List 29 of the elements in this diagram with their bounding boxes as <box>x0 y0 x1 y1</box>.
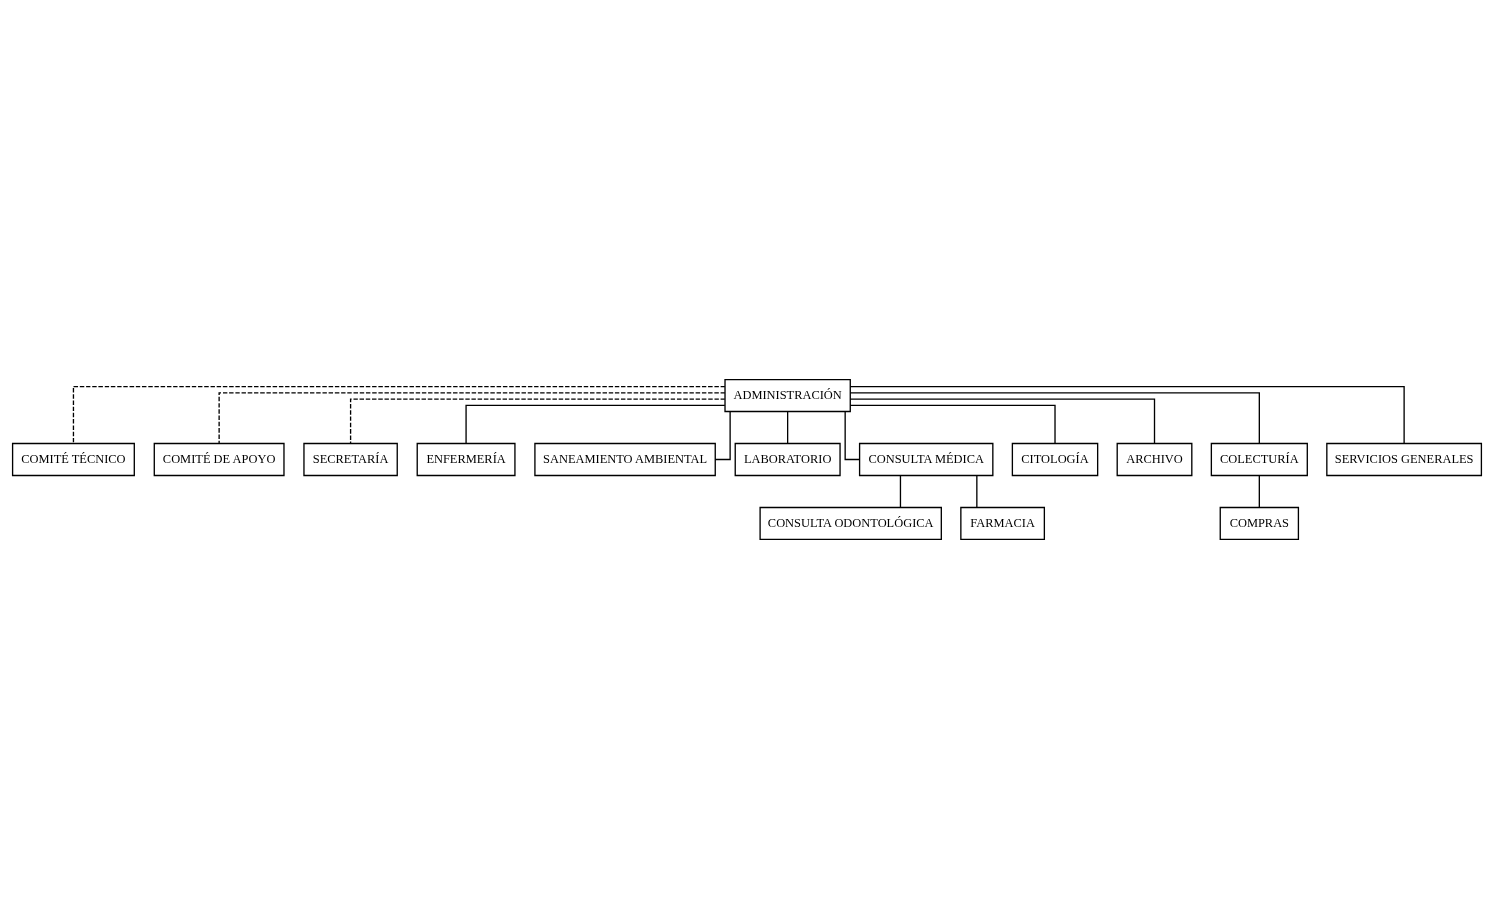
connector <box>849 404 1056 444</box>
node-box: SECRETARÍA <box>303 442 398 477</box>
node-box: SANEAMIENTO AMBIENTAL <box>534 442 716 477</box>
node-box: COMITÉ TÉCNICO <box>11 442 135 477</box>
node-box: COMPRAS <box>1219 506 1300 541</box>
connector <box>714 411 731 461</box>
node-box: COMITÉ DE APOYO <box>153 442 285 477</box>
connector <box>786 411 789 444</box>
node-box: CONSULTA ODONTOLÓGICA <box>759 506 942 541</box>
connector <box>899 474 902 508</box>
node-box: SERVICIOS GENERALES <box>1326 442 1483 477</box>
connector <box>218 392 726 445</box>
node-box: LABORATORIO <box>734 442 841 477</box>
connector <box>976 474 978 508</box>
node-box: ADMINISTRACIÓN <box>724 378 851 413</box>
connector <box>72 386 726 444</box>
node-box: FARMACIA <box>960 506 1046 541</box>
node-box: COLECTURÍA <box>1210 442 1308 477</box>
node-box: ARCHIVO <box>1116 442 1193 477</box>
connector <box>849 398 1156 444</box>
node-box: CITOLOGÍA <box>1011 442 1099 477</box>
connector <box>849 392 1260 445</box>
connector <box>349 398 726 444</box>
connector <box>849 386 1405 444</box>
node-box: CONSULTA MÉDICA <box>858 442 994 477</box>
connector <box>1258 474 1260 508</box>
connector <box>844 411 860 461</box>
node-box: ENFERMERÍA <box>416 442 516 477</box>
connector <box>465 404 726 444</box>
